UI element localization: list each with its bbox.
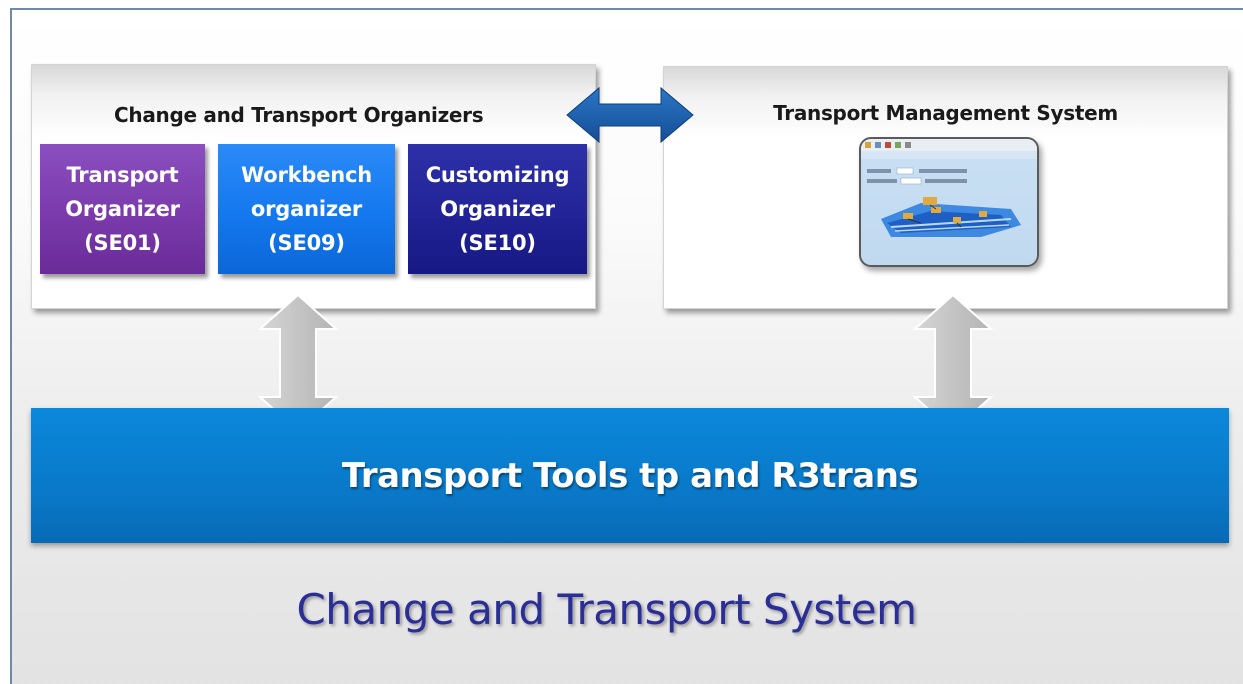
cto-panel-title: Change and Transport Organizers — [114, 103, 484, 127]
system-title: Change and Transport System — [296, 585, 917, 634]
transport-organizer-box: Transport Organizer (SE01) — [40, 144, 205, 274]
tms-panel-title: Transport Management System — [773, 101, 1118, 125]
tms-thumbnail-graphic — [861, 139, 1037, 237]
thumb-menubar — [861, 151, 1037, 159]
thumb-text-line — [919, 169, 967, 173]
transport-management-system-panel: Transport Management System — [663, 66, 1228, 309]
thumb-field — [896, 167, 914, 175]
screenshot-thumbnail-icon — [859, 137, 1039, 267]
thumb-network-graph — [881, 197, 1021, 237]
thumb-toolbar-glyph — [865, 142, 871, 148]
transport-tools-bar: Transport Tools tp and R3trans — [31, 408, 1229, 543]
thumb-toolbar-glyph — [875, 142, 881, 148]
change-transport-organizers-panel: Change and Transport Organizers Transpor… — [31, 64, 596, 309]
thumb-text-line — [925, 179, 967, 183]
thumb-field — [900, 177, 922, 185]
bidirectional-horizontal-arrow-icon — [566, 86, 694, 144]
customizing-organizer-box: Customizing Organizer (SE10) — [408, 144, 587, 274]
transport-tools-label: Transport Tools tp and R3trans — [341, 455, 919, 496]
workbench-organizer-box: Workbench organizer (SE09) — [218, 144, 395, 274]
thumb-text-line — [867, 169, 891, 173]
thumb-toolbar-glyph — [885, 142, 891, 148]
thumb-toolbar-glyph — [905, 142, 911, 148]
thumb-text-line — [867, 179, 897, 183]
thumb-toolbar-glyph — [895, 142, 901, 148]
